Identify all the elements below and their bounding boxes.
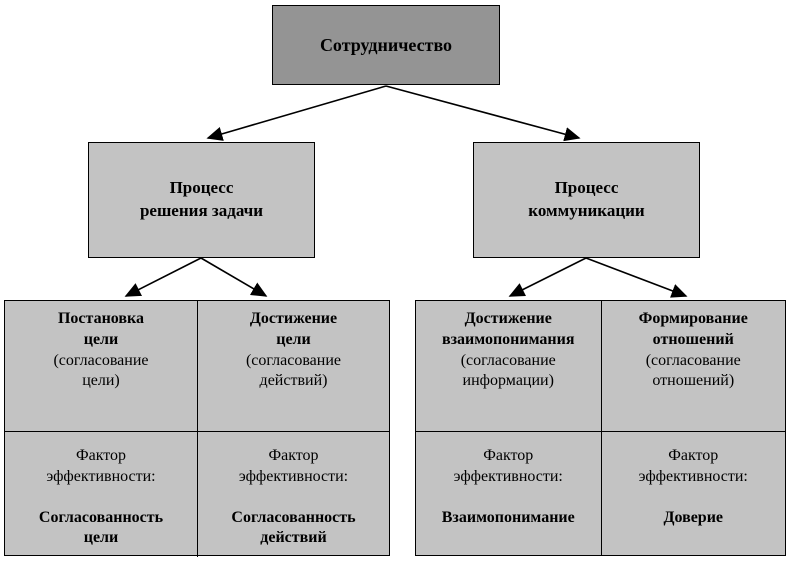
table-cell-factor-goal-consistency: Фактор эффективности: Согласованность це…	[5, 431, 197, 557]
arrow-right-branch-to-cell2	[585, 257, 688, 298]
factor-label: Фактор эффективности:	[238, 447, 349, 485]
cell-subtitle: (согласование цели)	[53, 351, 149, 390]
factor-label: Фактор эффективности:	[46, 447, 156, 485]
table-cell-factor-understanding: Фактор эффективности: Взаимопонимание	[416, 431, 601, 555]
cell-subtitle: (согласование действий)	[245, 351, 342, 390]
cell-title: Достижение цели	[249, 310, 338, 348]
arrow-left-branch-to-cell1	[124, 257, 202, 297]
factor-table-right: Достижение взаимопонимания (согласование…	[415, 300, 786, 556]
cell-title: Постановка цели	[57, 310, 145, 348]
branch-node-task-process: Процесс решения задачи	[88, 142, 315, 258]
arrow-root-to-left-branch	[206, 85, 387, 141]
factor-table-left: Постановка цели (согласование цели) Дост…	[4, 300, 390, 558]
table-cell-relationship-formation: Формирование отношений (согласование отн…	[600, 301, 786, 431]
cell-title: Достижение взаимопонимания	[441, 310, 575, 348]
factor-value: Согласованность действий	[231, 508, 356, 547]
factor-label: Фактор эффективности:	[638, 447, 748, 485]
cell-subtitle: (согласование информации)	[460, 351, 556, 390]
arrow-right-branch-to-cell1	[508, 257, 587, 297]
branch-node-label: Процесс коммуникации	[528, 178, 645, 220]
cell-title: Формирование отношений	[638, 310, 748, 348]
factor-label: Фактор эффективности:	[453, 447, 563, 485]
table-cell-factor-trust: Фактор эффективности: Доверие	[600, 431, 785, 555]
branch-node-label: Процесс решения задачи	[139, 178, 264, 220]
table-cell-mutual-understanding: Достижение взаимопонимания (согласование…	[416, 301, 601, 431]
table-cell-factor-action-consistency: Фактор эффективности: Согласованность де…	[197, 431, 389, 558]
arrow-left-branch-to-cell2	[200, 257, 268, 297]
factor-value: Взаимопонимание	[441, 508, 575, 526]
root-node: Сотрудничество	[272, 5, 500, 85]
table-cell-goal-achievement: Достижение цели (согласование действий)	[197, 301, 389, 431]
factor-value: Согласованность цели	[38, 508, 164, 547]
arrow-root-to-right-branch	[385, 85, 581, 142]
root-node-label: Сотрудничество	[319, 34, 453, 55]
branch-node-communication-process: Процесс коммуникации	[473, 142, 700, 258]
table-cell-goal-setting: Постановка цели (согласование цели)	[5, 301, 197, 431]
cell-subtitle: (согласование отношений)	[645, 351, 741, 390]
factor-value: Доверие	[663, 508, 724, 526]
